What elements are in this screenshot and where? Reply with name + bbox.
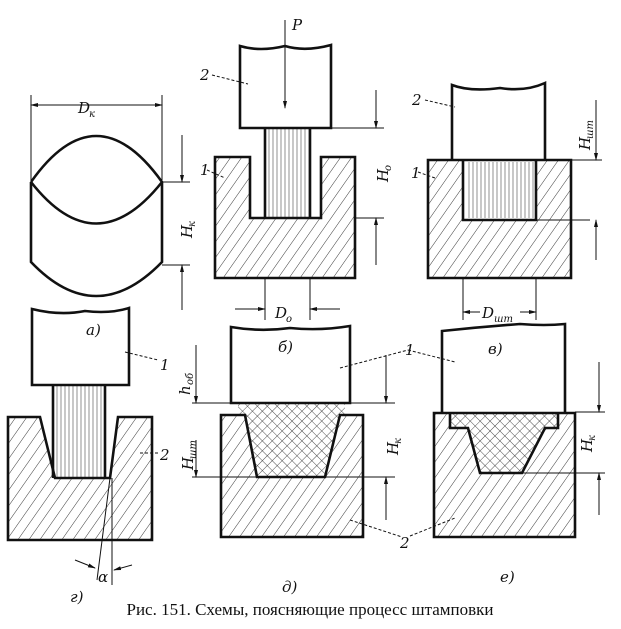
svg-text:к: к <box>587 435 598 441</box>
punch-label-1: 1 <box>160 356 170 374</box>
panel-g-label: г) <box>70 588 84 606</box>
svg-text:о: о <box>383 165 394 171</box>
panel-g-tapered-die: 1 2 α г) <box>6 306 170 606</box>
svg-text:шт: шт <box>585 120 596 139</box>
force-p-label: P <box>291 16 303 34</box>
figure-caption: Рис. 151. Схемы, поясняющие процесс штам… <box>127 600 494 619</box>
dim-hsht-label: H <box>179 456 197 471</box>
die-label-1: 1 <box>200 161 210 179</box>
panel-d-closed-die: 1 2 h об H шт H к д) <box>176 324 415 596</box>
punch-label-2: 2 <box>411 91 422 109</box>
dim-ho-label: H <box>374 168 392 183</box>
svg-text:к: к <box>187 221 198 227</box>
punch-label-2: 2 <box>199 66 210 84</box>
panel-e-finished-forging: H к е) <box>407 322 605 586</box>
die-label-2: 2 <box>399 534 410 552</box>
panel-d-label: д) <box>282 578 298 596</box>
svg-text:шт: шт <box>494 314 513 325</box>
dim-dsht-label: D <box>481 304 494 322</box>
dim-hk-label: H <box>178 224 196 239</box>
svg-text:о: о <box>286 314 292 325</box>
svg-text:к: к <box>393 438 404 444</box>
svg-text:об: об <box>185 372 196 385</box>
svg-text:шт: шт <box>188 440 199 459</box>
die-label-1: 1 <box>411 164 421 182</box>
panel-a-label: а) <box>86 321 101 339</box>
dim-hk-label: H <box>578 438 596 453</box>
dim-dk-label: D <box>77 99 90 117</box>
panel-a-blank: D к H к а) <box>29 95 198 339</box>
panel-e-label: е) <box>500 568 515 586</box>
dim-do-label: D <box>274 304 287 322</box>
panel-b-label: б) <box>278 338 293 356</box>
dim-hsht-label: H <box>576 136 594 151</box>
dim-hob-label: h <box>176 385 194 395</box>
panel-b-upsetting: P 2 1 H о D о б) <box>199 16 394 356</box>
dim-hk-label: H <box>384 441 402 456</box>
angle-alpha-label: α <box>98 568 108 586</box>
die-label-2: 2 <box>159 446 170 464</box>
panel-v-stamping: 2 1 H шт D шт в) <box>411 80 602 358</box>
panel-v-label: в) <box>488 340 503 358</box>
svg-text:к: к <box>89 109 95 120</box>
